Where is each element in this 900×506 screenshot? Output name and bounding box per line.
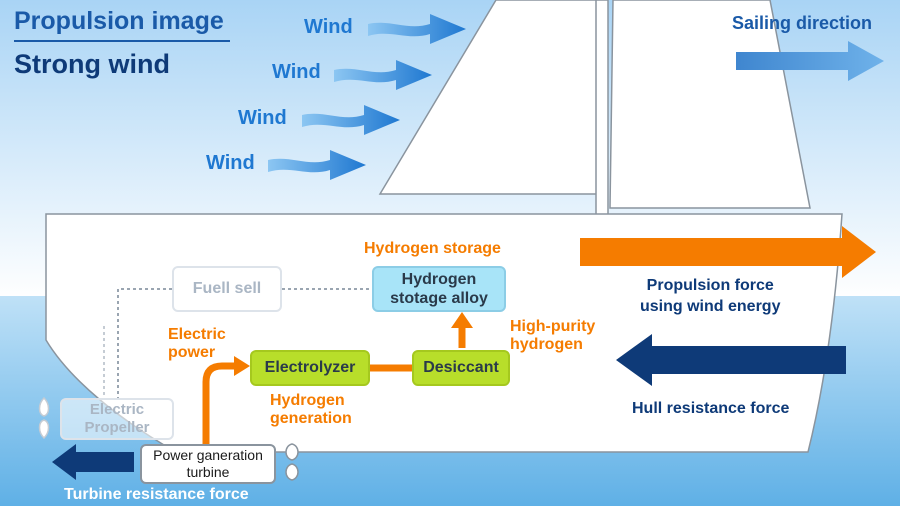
electric-propeller-label: Electric Propeller <box>84 401 150 436</box>
electric-propeller-box: Electric Propeller <box>60 398 174 440</box>
hydrogen-storage-label: Hydrogen storage <box>364 240 501 257</box>
turbine-box: Power ganeration turbine <box>140 444 276 484</box>
sailing-direction-label: Sailing direction <box>732 13 873 33</box>
desiccant-box: Desiccant <box>412 350 510 386</box>
turbine-resistance-label: Turbine resistance force <box>64 486 249 503</box>
turbine-propeller-icon <box>285 443 299 481</box>
hydrogen-up-arrowhead <box>451 312 473 328</box>
wind-arrow <box>368 14 466 44</box>
title-underline <box>14 40 230 42</box>
wind-arrow <box>334 60 432 90</box>
propulsion-force-label: Propulsion force using wind energy <box>640 277 781 315</box>
storage-alloy-label: Hydrogen stotage alloy <box>390 270 488 307</box>
wind-arrow <box>268 150 366 180</box>
hull-resistance-label: Hull resistance force <box>632 400 790 417</box>
diagram-subtitle: Strong wind <box>14 49 170 79</box>
electric-power-arrow <box>202 362 236 448</box>
desiccant-label: Desiccant <box>423 359 499 377</box>
high-purity-hydrogen-label: High-purity hydrogen <box>510 318 596 353</box>
wind-label: Wind <box>238 107 287 129</box>
electric-power-label: Electric power <box>168 326 226 361</box>
hull-resistance-arrow <box>616 334 846 386</box>
electric-power-arrowhead <box>234 356 250 376</box>
fuel-cell-box: Fuell sell <box>172 266 282 312</box>
mast <box>595 0 609 217</box>
wind-label: Wind <box>272 61 321 83</box>
turbine-resistance-arrow <box>52 444 134 480</box>
hydrogen-storage-alloy-box: Hydrogen stotage alloy <box>372 266 506 312</box>
hydrogen-generation-label: Hydrogen generation <box>270 392 352 427</box>
turbine-label: Power ganeration turbine <box>153 447 263 480</box>
wind-label: Wind <box>206 152 255 174</box>
wind-arrow <box>302 105 400 135</box>
propulsion-force-arrow <box>580 226 876 278</box>
sailing-direction-arrow <box>736 41 884 81</box>
wind-label: Wind <box>304 16 353 38</box>
fuel-cell-to-propeller-line <box>117 288 172 398</box>
electrolyzer-label: Electrolyzer <box>264 359 356 377</box>
electric-propeller-icon <box>38 396 50 440</box>
electrolyzer-box: Electrolyzer <box>250 350 370 386</box>
fuel-cell-label: Fuell sell <box>192 280 262 298</box>
diagram-title: Propulsion image <box>14 7 224 35</box>
